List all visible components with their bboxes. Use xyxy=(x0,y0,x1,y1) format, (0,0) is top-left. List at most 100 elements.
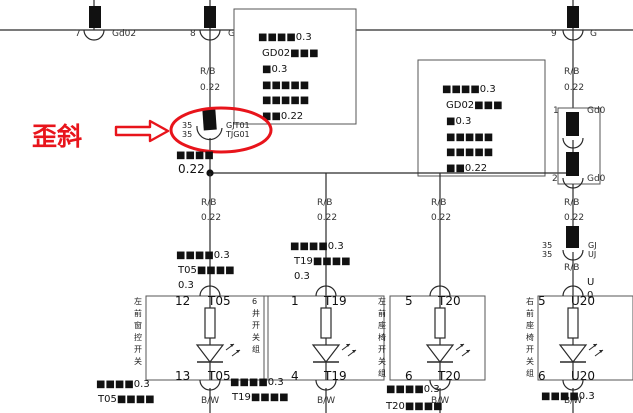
connector-code: Gd02 xyxy=(112,29,136,39)
resistor xyxy=(567,307,579,339)
led-icon xyxy=(558,344,588,363)
connector-block xyxy=(89,6,101,28)
switch-pin: 13 xyxy=(175,369,190,383)
connector-pin: 2 xyxy=(552,174,558,184)
callout-line: ■■■■0.3 xyxy=(442,84,496,95)
switch-side-text: 关 xyxy=(378,356,386,366)
wire-color-label: R/B xyxy=(564,263,579,273)
annotation-arrow xyxy=(114,119,170,143)
connector-code: GJT01 xyxy=(226,121,250,130)
callout-box-2: ■■■■0.3 GD02■■■ ■0.3 ■■■■■ ■■■■■ ■■0.22 xyxy=(417,59,546,177)
right-connector-lower: 35 35 GJ UJ xyxy=(542,226,597,261)
connector-pin: 7 xyxy=(75,29,81,39)
connector-cup xyxy=(199,29,221,41)
switch-box xyxy=(389,295,486,381)
connector-block xyxy=(566,112,579,136)
led-icon xyxy=(311,344,341,363)
switch-code: T05 xyxy=(207,369,231,383)
switch-side-text: 开 xyxy=(526,345,534,354)
switch-pin: 12 xyxy=(175,294,190,308)
switch-side-text: 右 xyxy=(526,296,534,306)
callout-line: GD02■■■ xyxy=(446,100,503,111)
bottom-label: T19■■■■ xyxy=(231,392,289,403)
connector-block xyxy=(566,226,579,248)
connector-pin: 8 xyxy=(190,29,196,39)
wire-color-label: R/B xyxy=(431,198,446,208)
switch-side-text: 椅 xyxy=(526,332,534,342)
connector-block xyxy=(567,6,579,28)
splice-gauge: 0.22 xyxy=(178,162,205,176)
top-connector-9: 9 G xyxy=(551,0,597,108)
switch-side-text: 窗 xyxy=(134,320,142,330)
switch-code: T19 xyxy=(323,294,347,308)
bottom-label: ■■■■0.3 xyxy=(541,391,595,402)
switch-side-text: 组 xyxy=(378,368,386,378)
callout-line: ■■■■■ xyxy=(262,95,309,106)
switch-pin: 5 xyxy=(538,294,546,308)
connector-pin: 35 xyxy=(542,250,552,259)
connector-cup xyxy=(429,285,451,297)
wire-gauge-label: 0.22 xyxy=(431,213,451,223)
switch-code: T19 xyxy=(323,369,347,383)
wire-color-label: B/W xyxy=(431,396,449,406)
wire-gauge-label: 0.22 xyxy=(317,213,337,223)
switch-side-text: 控 xyxy=(134,332,142,342)
switch-side-text: 前 xyxy=(378,308,386,318)
switch-box xyxy=(263,295,385,381)
resistor xyxy=(434,307,446,339)
bottom-label: ■■■■0.3 xyxy=(96,379,150,390)
switch-side-text: 左 xyxy=(134,296,142,306)
bottom-label: ■■■■0.3 xyxy=(230,377,284,388)
component-label-line: ■■■■0.3 xyxy=(176,250,230,261)
wire-color-label: B/W xyxy=(201,396,219,406)
connector-code: Gd0 xyxy=(587,174,606,184)
wire-gauge-label: 0.22 xyxy=(564,213,584,223)
connector-block xyxy=(202,107,217,131)
connector-code: G xyxy=(590,29,597,39)
switch-code: T20 xyxy=(437,294,461,308)
component-label-line: ■■■■0.3 xyxy=(290,241,344,252)
wire-gauge-label: 0.22 xyxy=(201,213,221,223)
callout-line: ■0.3 xyxy=(262,64,287,75)
wire-color-label: R/B xyxy=(201,198,216,208)
connector-cup xyxy=(199,285,221,297)
callout-line: ■■0.22 xyxy=(262,111,303,122)
switch-pin: 6 xyxy=(405,369,413,383)
led-icon xyxy=(425,344,455,363)
switch-code: U20 xyxy=(571,294,595,308)
connector-code: TJG01 xyxy=(225,130,250,139)
callout-line: ■■■■■ xyxy=(446,147,493,158)
switch-side-text: 左 xyxy=(378,296,386,306)
highlight-ellipse xyxy=(169,106,273,154)
component-label-t05: ■■■■0.3 T05■■■■ 0.3 xyxy=(176,250,235,291)
connector-cup xyxy=(562,29,584,41)
skewed-connector: 35 35 GJT01 TJG01 xyxy=(182,107,250,173)
switch-side-text: 座 xyxy=(526,320,534,330)
callout-box-1: ■■■■0.3 GD02■■■ ■0.3 ■■■■■ ■■■■■ ■■0.22 xyxy=(233,8,357,125)
switch-side-text: 关 xyxy=(526,356,534,366)
wire-color-label: R/B xyxy=(564,67,579,77)
component-label-t19: ■■■■0.3 T19■■■■ 0.3 xyxy=(290,241,351,282)
right-connector-stack: 1 Gd0 2 Gd0 xyxy=(552,106,606,189)
switch-box xyxy=(537,295,633,381)
callout-line: ■■0.22 xyxy=(446,163,487,174)
switch-side-text: 关 xyxy=(252,332,260,342)
switch-side-text: 组 xyxy=(526,368,534,378)
resistor xyxy=(320,307,332,339)
partial-label: U xyxy=(587,277,594,288)
connector-pin: 35 xyxy=(182,130,192,139)
switch-side-text: 井 xyxy=(252,308,260,318)
connector-pin: 35 xyxy=(182,121,192,130)
bottom-label: T05■■■■ xyxy=(97,394,155,405)
callout-line: ■■■■0.3 xyxy=(258,32,312,43)
connector-code: Gd0 xyxy=(587,106,606,116)
led-icon xyxy=(195,344,225,363)
switch-side-text: 开 xyxy=(134,345,142,354)
switch-side-text: 前 xyxy=(526,308,534,318)
